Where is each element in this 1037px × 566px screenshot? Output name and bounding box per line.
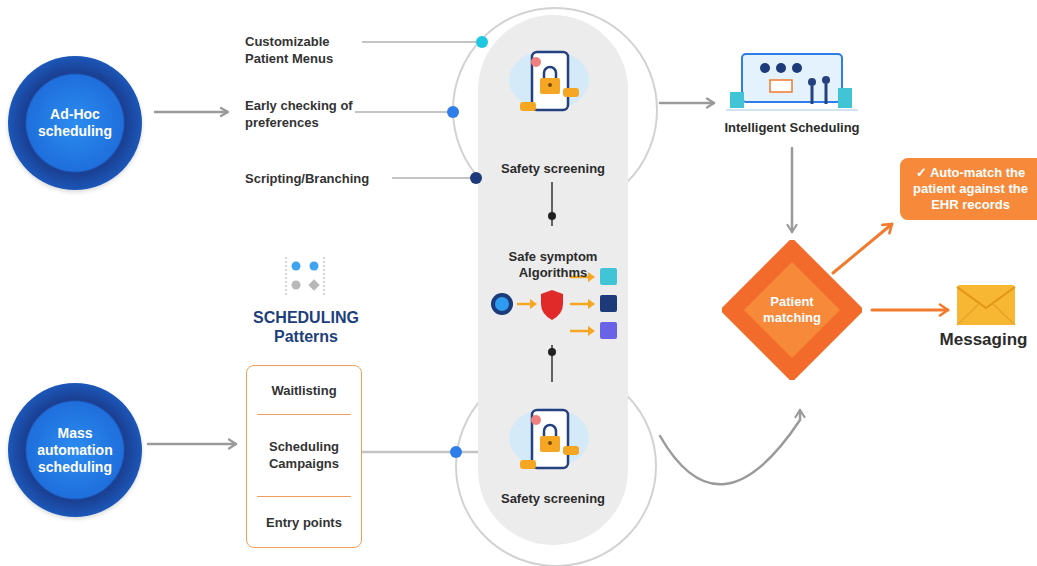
- phone-lock-icon: [509, 408, 589, 469]
- connector-arrow: [660, 102, 714, 105]
- side-label: Scripting/Branching: [245, 170, 395, 187]
- messaging-node: Messaging: [932, 272, 1035, 357]
- connector-arrow: [791, 148, 794, 232]
- start-circle: Mass automation scheduling: [8, 383, 142, 517]
- connector-arrow: [833, 224, 892, 273]
- connector-arrow: [362, 451, 478, 454]
- arrow-line: [154, 111, 228, 114]
- node-text: Safety screening: [498, 491, 608, 507]
- marker-dot: [450, 446, 462, 458]
- start-circle: Ad-Hoc scheduling: [8, 56, 142, 190]
- pattern-icon: [286, 257, 324, 295]
- connector-arrow: [660, 410, 800, 484]
- node-text: Safety screening: [498, 161, 608, 177]
- stem-line: [551, 182, 553, 226]
- marker-dot: [447, 106, 459, 118]
- divider: [257, 414, 351, 415]
- stem-dot: [548, 212, 556, 220]
- scheduling-illustration: [726, 54, 858, 110]
- node-text: Messaging: [932, 330, 1035, 350]
- marker-dot: [476, 36, 488, 48]
- scheduling-node: Intelligent Scheduling: [716, 52, 868, 144]
- node-text: Entry points: [247, 496, 361, 549]
- callout-box: ✓ Auto-match the patient against the EHR…: [900, 158, 1037, 220]
- node-text: ✓ Auto-match the patient against the EHR…: [900, 158, 1037, 220]
- connector-arrow: [148, 443, 236, 446]
- stem-dot: [548, 348, 556, 356]
- algorithm-icon: [491, 268, 617, 339]
- side-label: Early checking of preferences: [245, 97, 357, 131]
- screening-band: Safety screeningSafe symptom AlgorithmsS…: [478, 15, 628, 545]
- node-text: Intelligent Scheduling: [716, 120, 868, 136]
- leader-line: [392, 177, 470, 179]
- divider: [257, 496, 351, 497]
- node-text: Ad-Hoc scheduling: [8, 56, 142, 190]
- marker-dot: [470, 172, 482, 184]
- node-text: Patient matching: [722, 240, 862, 380]
- node-text: SCHEDULING Patterns: [231, 308, 381, 346]
- node-text: Waitlisting: [247, 366, 361, 414]
- node-text: Scheduling Campaigns: [247, 414, 361, 496]
- pattern-box: SCHEDULING PatternsWaitlistingScheduling…: [246, 365, 362, 548]
- leader-line: [362, 41, 476, 43]
- leader-line: [355, 111, 447, 113]
- connector-arrow: [872, 309, 948, 312]
- node-text: Mass automation scheduling: [8, 383, 142, 517]
- stem-line: [551, 345, 553, 382]
- envelope-icon: [957, 285, 1015, 325]
- phone-lock-icon: [509, 50, 589, 111]
- side-label: Customizable Patient Menus: [245, 33, 363, 67]
- node-text: Safe symptom Algorithms: [498, 249, 608, 281]
- decision-diamond: Patient matching: [722, 240, 862, 380]
